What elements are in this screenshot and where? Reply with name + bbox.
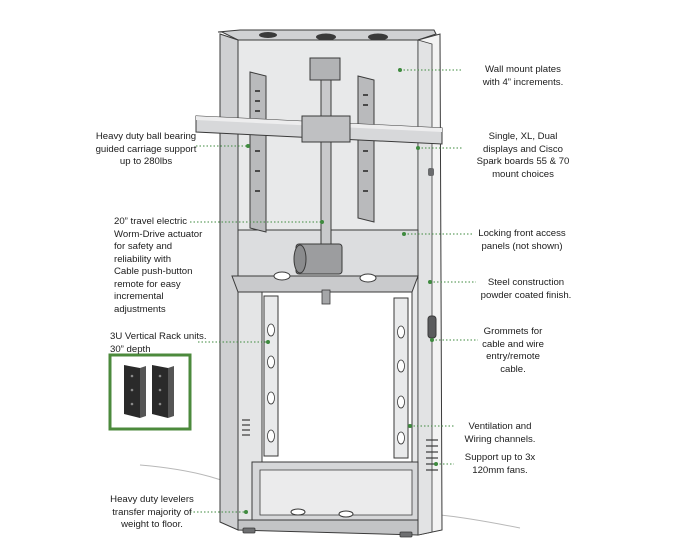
- callout-access-panels: Locking front access panels (not shown): [478, 228, 566, 252]
- callout-grommets: Grommets for cable and wire entry/remote…: [482, 326, 544, 375]
- callout-carriage: Heavy duty ball bearing guided carriage …: [95, 131, 197, 167]
- leader-dots: [244, 68, 438, 514]
- wall-mount-plates: [249, 71, 375, 233]
- base-holes: [290, 508, 354, 518]
- callout-actuator: 20” travel electric Worm-Drive actuator …: [114, 216, 203, 315]
- callout-wall-mount: Wall mount plates with 4” increments.: [482, 64, 564, 88]
- actuator-column: [293, 57, 351, 305]
- top-cable-holes: [259, 32, 388, 41]
- callout-levelers: Heavy duty levelers transfer majority of…: [110, 494, 194, 530]
- callout-rack: 3U Vertical Rack units. 30” depth: [110, 331, 207, 355]
- rack-unit-inset: [108, 353, 192, 431]
- callout-steel: Steel construction powder coated finish.: [480, 277, 572, 301]
- ventilation-slots: [242, 419, 438, 471]
- levelers: [242, 527, 413, 538]
- callout-displays: Single, XL, Dual displays and Cisco Spar…: [476, 131, 570, 180]
- callout-fans: Support up to 3x 120mm fans.: [464, 452, 536, 476]
- callout-ventilation: Ventilation and Wiring channels.: [464, 421, 536, 445]
- panel-holes: [273, 271, 377, 283]
- rack-rails: [263, 295, 409, 459]
- leader-lines: [190, 69, 478, 513]
